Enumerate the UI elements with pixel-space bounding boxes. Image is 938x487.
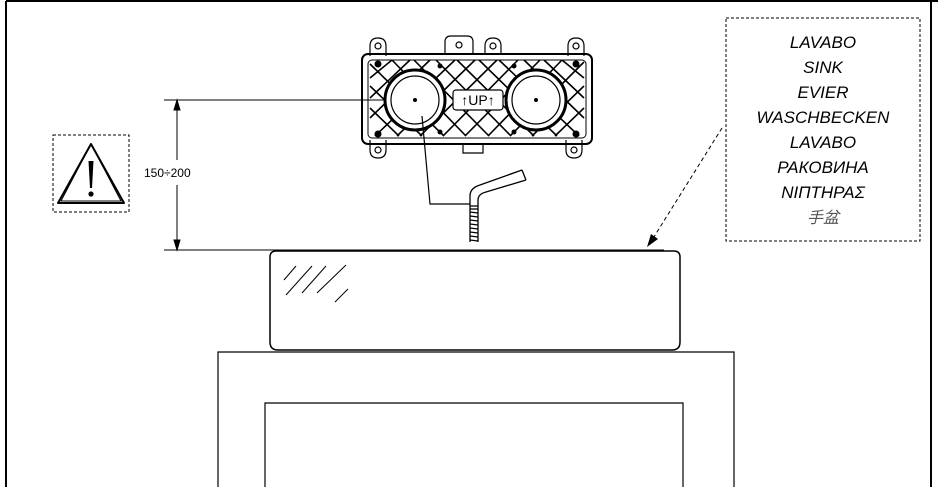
vanity-cabinet: [217, 351, 735, 487]
sink-label-0: LAVABO: [790, 33, 856, 52]
warning-box-border: [52, 134, 130, 213]
mounting-ears-bottom: [369, 140, 583, 159]
spout-icon: [469, 169, 527, 242]
up-label-badge: ↑UP↑: [452, 89, 504, 111]
sink-label-1: SINK: [803, 58, 843, 77]
warning-triangle-icon: [57, 142, 125, 204]
up-label: ↑UP↑: [461, 92, 494, 108]
connection-pipe: [421, 115, 470, 205]
height-dimension: [164, 98, 664, 252]
glass-reflection: [283, 264, 349, 303]
mounting-ears-top: [369, 35, 585, 56]
sink-leader-arrow: [647, 127, 723, 247]
sink-label-4: LAVABO: [790, 133, 856, 152]
sink-label-6: ΝΙΠΤΗΡΑΣ: [781, 183, 865, 202]
page-frame: [5, 0, 938, 487]
dimension-label: 150÷200: [144, 166, 191, 180]
sink-label-box: LAVABO SINK EVIER WASCHBECKEN LAVABO РАК…: [725, 17, 921, 242]
sink-label-3: WASCHBECKEN: [757, 108, 891, 127]
sink-label-5: РАКОВИНА: [777, 158, 869, 177]
sink-label-box-border: [725, 17, 921, 242]
left-outlet-port: [383, 68, 447, 132]
corner-bolts: [374, 60, 580, 138]
sink-label-7: 手盆: [807, 208, 841, 227]
sink-label-2: EVIER: [797, 83, 848, 102]
sink-basin: [269, 250, 681, 351]
warning-box: [52, 134, 130, 213]
right-outlet-port: [504, 68, 568, 132]
